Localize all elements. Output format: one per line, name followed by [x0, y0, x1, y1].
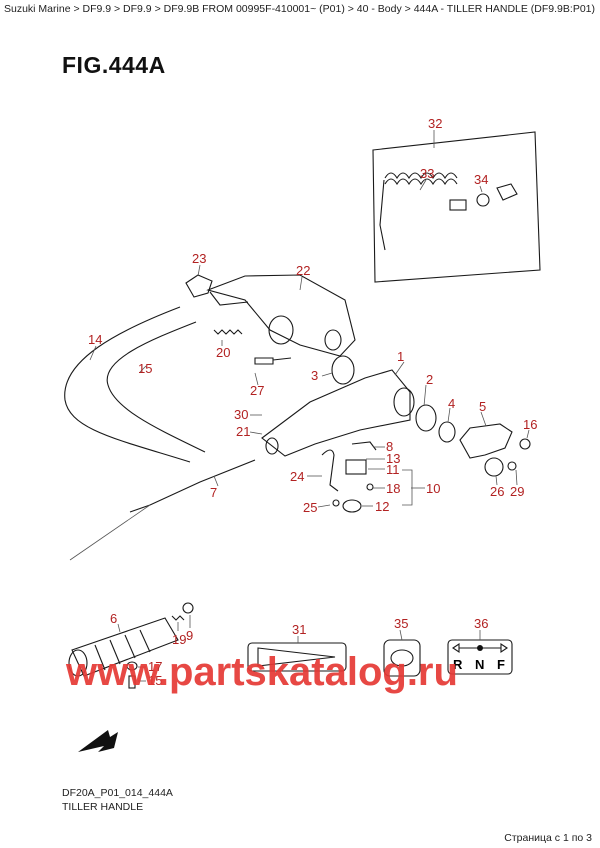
callout-25: 23: [192, 251, 206, 266]
callout-10: 10: [426, 481, 440, 496]
washer-19: [126, 661, 138, 671]
figure-title: FIG.444A: [62, 52, 166, 78]
shift-label-f: F: [497, 657, 505, 672]
shift-label-n: N: [475, 657, 484, 672]
callout-33: 33: [420, 166, 434, 181]
grip-screw: [182, 602, 194, 614]
bolt-part: [254, 357, 292, 365]
shift-label-r: R: [453, 657, 463, 672]
callout-5: 5: [479, 399, 486, 414]
stop-switch-kit-box: [372, 131, 541, 283]
callout-6: 6: [110, 611, 117, 626]
fwd-arrow-icon: [78, 730, 118, 752]
callout-26: 24: [290, 469, 304, 484]
throttle-grip: [68, 617, 179, 677]
throttle-lever: [459, 423, 513, 459]
grommet-part: [185, 274, 213, 298]
callout-14: 14: [88, 332, 102, 347]
switch-holder: [342, 499, 362, 513]
stop-cable-7: [129, 459, 256, 513]
grip-spring: [171, 615, 185, 621]
callout-3: 3: [311, 368, 318, 383]
throttle-cable-14: [64, 306, 191, 463]
callout-17: 15: [148, 673, 162, 688]
callout-23: 26: [490, 484, 504, 499]
callout-34: 34: [474, 172, 488, 187]
callout-22: 21: [236, 424, 250, 439]
switch-body: [345, 459, 367, 475]
callout-15: 15: [138, 361, 152, 376]
tiller-handle-body: [261, 369, 415, 457]
small-screw: [332, 499, 340, 507]
drawing-code: DF20A_P01_014_444A: [62, 787, 173, 799]
callout-16: 16: [523, 417, 537, 432]
callout-9: 9: [186, 628, 193, 643]
callout-21: 20: [216, 345, 230, 360]
callout-24: 22: [296, 263, 310, 278]
callout-11: 11: [386, 462, 400, 477]
seal-ring: [331, 355, 355, 385]
friction-knob: [484, 457, 504, 477]
watermark-text: www.partskatalog.ru: [66, 650, 458, 694]
bracket-wire: [321, 449, 339, 492]
spring-part: [213, 329, 243, 335]
callout-8: 8: [386, 439, 393, 454]
callout-28: 27: [250, 383, 264, 398]
figure-caption: TILLER HANDLE: [62, 801, 144, 813]
callout-19: 17: [148, 659, 162, 674]
callout-20: 19: [172, 632, 186, 647]
callout-27: 25: [303, 500, 317, 515]
callout-35: 35: [394, 616, 408, 631]
decal-31: [247, 642, 347, 672]
washer-part: [415, 404, 437, 432]
callout-36: 36: [474, 616, 488, 631]
nut-part: [507, 461, 517, 471]
screw-part: [519, 438, 531, 450]
bushing-part: [438, 421, 456, 443]
throttle-cable-15: [106, 321, 206, 453]
callout-1: 1: [397, 349, 404, 364]
callout-12: 12: [375, 499, 389, 514]
callout-18: 18: [386, 481, 400, 496]
callout-7: 7: [210, 485, 217, 500]
callout-32: 32: [428, 116, 442, 131]
callout-13: 13: [386, 451, 400, 466]
page-indicator: Страница с 1 по 3: [504, 832, 592, 844]
callout-29: 29: [510, 484, 524, 499]
callout-31: 31: [292, 622, 306, 637]
clip-part: [351, 441, 377, 451]
callout-2: 2: [426, 372, 433, 387]
breadcrumb[interactable]: Suzuki Marine > DF9.9 > DF9.9 > DF9.9B F…: [4, 3, 595, 15]
bolt-17: [128, 675, 136, 689]
callout-4: 4: [448, 396, 455, 411]
tiller-bracket: [206, 274, 356, 357]
callout-30: 30: [234, 407, 248, 422]
screw-18: [366, 483, 374, 491]
